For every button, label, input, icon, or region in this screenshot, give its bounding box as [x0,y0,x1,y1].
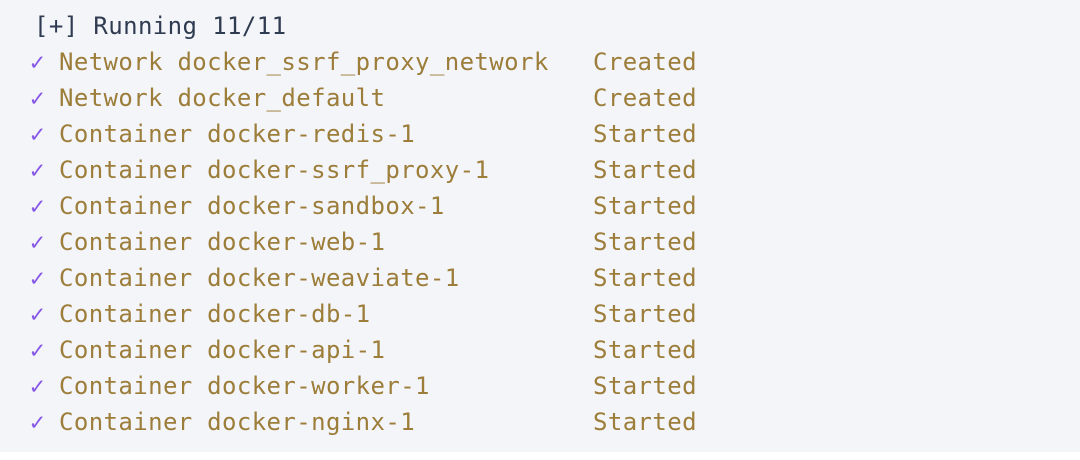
status-text: Started [593,408,697,436]
resource-kind: Container [59,228,193,256]
check-icon: ✓ [30,336,45,364]
status-text: Started [593,372,697,400]
resource-kind: Container [59,336,193,364]
status-text: Started [593,120,697,148]
resource-kind: Network [59,48,163,76]
log-row: ✓ Container docker-web-1 Started [0,224,1080,260]
status-text: Started [593,336,697,364]
resource-kind: Container [59,372,193,400]
resource-kind: Container [59,264,193,292]
status-text: Started [593,156,697,184]
check-icon: ✓ [30,372,45,400]
resource-name: docker-redis-1 [207,120,416,148]
status-text: Started [593,228,697,256]
compose-running-summary: [+] Running 11/11 [34,12,287,40]
resource-name: docker_default [177,84,386,112]
log-row: ✓ Container docker-ssrf_proxy-1 Started [0,152,1080,188]
check-icon: ✓ [30,408,45,436]
check-icon: ✓ [30,120,45,148]
log-row: ✓ Container docker-nginx-1 Started [0,404,1080,440]
check-icon: ✓ [30,84,45,112]
log-row: ✓ Container docker-sandbox-1 Started [0,188,1080,224]
status-text: Created [593,48,697,76]
resource-kind: Container [59,120,193,148]
resource-kind: Container [59,192,193,220]
resource-kind: Container [59,300,193,328]
check-icon: ✓ [30,264,45,292]
check-icon: ✓ [30,156,45,184]
resource-name: docker-web-1 [207,228,386,256]
resource-name: docker-weaviate-1 [207,264,460,292]
resource-name: docker-db-1 [207,300,371,328]
status-text: Started [593,192,697,220]
resource-name: docker-nginx-1 [207,408,416,436]
resource-name: docker-ssrf_proxy-1 [207,156,490,184]
resource-name: docker-api-1 [207,336,386,364]
check-icon: ✓ [30,228,45,256]
status-text: Started [593,300,697,328]
log-row: ✓ Container docker-redis-1 Started [0,116,1080,152]
resource-kind: Container [59,156,193,184]
log-row: ✓ Container docker-weaviate-1 Started [0,260,1080,296]
status-text: Started [593,264,697,292]
log-row: ✓ Network docker_default Created [0,80,1080,116]
resource-name: docker_ssrf_proxy_network [177,48,549,76]
log-row: ✓ Network docker_ssrf_proxy_network Created [0,44,1080,80]
resource-name: docker-sandbox-1 [207,192,445,220]
log-row: ✓ Container docker-api-1 Started [0,332,1080,368]
check-icon: ✓ [30,192,45,220]
status-text: Created [593,84,697,112]
check-icon: ✓ [30,300,45,328]
resource-kind: Container [59,408,193,436]
resource-name: docker-worker-1 [207,372,430,400]
log-row: ✓ Container docker-db-1 Started [0,296,1080,332]
check-icon: ✓ [30,48,45,76]
log-row: ✓ Container docker-worker-1 Started [0,368,1080,404]
resource-kind: Network [59,84,163,112]
